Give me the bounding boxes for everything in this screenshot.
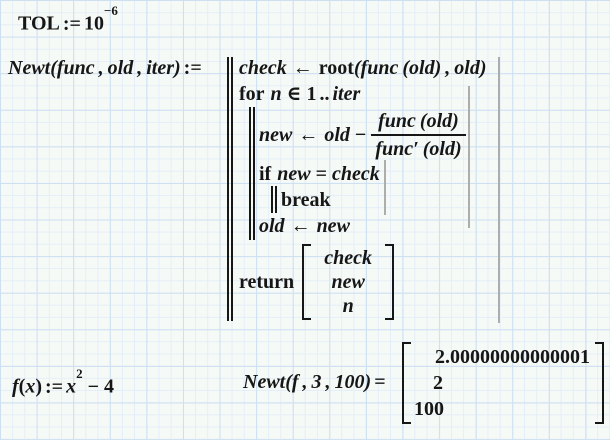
f-assign-operator: :=	[45, 375, 64, 398]
range-start: 1	[306, 83, 317, 105]
root-arguments: (func (old) , old)	[353, 57, 487, 79]
old-variable: old	[259, 215, 285, 237]
if-scope-line	[384, 160, 386, 215]
result-vector-element: 2	[433, 372, 443, 394]
result-equals-operator: =	[374, 371, 386, 393]
for-body-bar	[249, 107, 255, 240]
minus-operator: −	[354, 123, 367, 146]
if-right-operand: check	[331, 163, 380, 185]
return-vector-element: check	[324, 247, 373, 269]
for-keyword: for	[239, 83, 265, 105]
tol-assign-operator: :=	[62, 12, 81, 35]
return-vector-right-bracket	[385, 244, 395, 320]
f-base: x	[66, 375, 77, 398]
result-matrix-left-bracket	[402, 342, 411, 424]
program-function-name: Newt	[8, 57, 51, 79]
old-operand: old	[324, 123, 350, 146]
f-exponent: 2	[76, 366, 83, 381]
new-variable: new	[259, 123, 293, 146]
old-value: new	[316, 215, 350, 237]
result-call-name: Newt	[243, 371, 286, 393]
result-vector-element: 100	[414, 398, 444, 420]
break-keyword: break	[281, 189, 331, 211]
check-variable: check	[239, 57, 287, 79]
if-left-operand: new	[277, 163, 311, 185]
return-vector-element: new	[331, 271, 365, 293]
f-minus-operator: −	[87, 375, 99, 398]
return-vector-element: n	[342, 295, 354, 317]
result-vector-element: 2.00000000000001	[435, 346, 590, 368]
program-line-break: break	[281, 188, 331, 213]
range-operator: ..	[319, 83, 330, 105]
program-scope-line	[498, 57, 500, 323]
fraction-numerator: func (old)	[371, 109, 466, 136]
newton-program-region[interactable]: Newt(func , old , iter):= check←root(fun…	[0, 0, 610, 340]
return-keyword: return	[239, 270, 295, 293]
element-of-symbol: ∈	[286, 83, 302, 105]
result-matrix-right-bracket	[595, 342, 604, 424]
program-line-check: check←root(func (old) , old)	[239, 56, 487, 81]
if-body-bar	[271, 186, 277, 213]
if-keyword: if	[259, 163, 272, 185]
program-lhs: Newt(func , old , iter):=	[8, 56, 205, 81]
result-matrix: 2.00000000000001 2 100	[402, 342, 604, 424]
f-name: f	[12, 375, 19, 398]
return-vector: check new n	[311, 246, 385, 318]
fraction-denominator: func′ (old)	[375, 138, 462, 160]
tol-base: 10	[83, 12, 104, 35]
f-argument: x	[25, 375, 36, 398]
boolean-equals-operator: =	[315, 163, 327, 185]
result-vector: 2.00000000000001 2 100	[411, 344, 595, 422]
program-outer-bar	[227, 57, 233, 321]
tol-label: TOL	[18, 12, 60, 35]
program-line-old: old←new	[259, 214, 350, 239]
program-line-return: return check new n	[239, 244, 395, 320]
root-function-name: root	[318, 57, 354, 79]
for-scope-line	[468, 86, 470, 228]
range-end: iter	[332, 83, 361, 105]
f-close-paren: )	[35, 375, 43, 398]
result-evaluation-region[interactable]: Newt(f , 3 , 100)= 2.00000000000001 2 10…	[243, 340, 610, 430]
derivative-fraction: func (old)func′ (old)	[371, 109, 466, 161]
assign-arrow-icon: ←	[298, 123, 319, 146]
program-argument-list: (func , old , iter)	[50, 57, 181, 79]
f-constant: 4	[103, 375, 114, 398]
f-definition-region[interactable]: f(x):=x2−4	[12, 366, 114, 400]
assign-arrow-icon: ←	[290, 215, 311, 237]
program-assign-operator: :=	[183, 57, 202, 79]
loop-variable: n	[270, 83, 282, 105]
tol-definition-region[interactable]: TOL:=10−6	[18, 3, 118, 37]
result-lhs: Newt(f , 3 , 100)=	[243, 370, 389, 395]
tol-exponent: −6	[103, 3, 118, 18]
program-line-new: new←old−func (old)func′ (old)	[259, 106, 466, 164]
return-vector-left-bracket	[302, 244, 312, 320]
assign-arrow-icon: ←	[292, 57, 313, 79]
f-open-paren: (	[18, 375, 26, 398]
result-call-args: (f , 3 , 100)	[285, 371, 372, 393]
